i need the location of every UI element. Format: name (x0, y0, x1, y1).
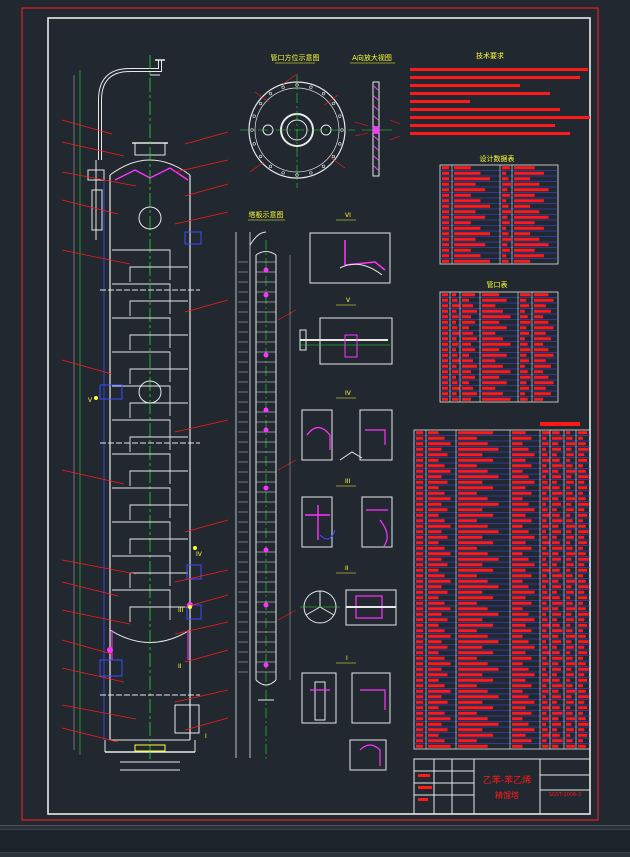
detail-mark-vi: VI (345, 212, 351, 219)
column-mark-v: V (88, 397, 93, 404)
design-data-table (439, 164, 559, 265)
title-line-2: 精馏塔 (495, 790, 519, 800)
detail-mark-iii: III (345, 478, 351, 485)
view-a-detail (354, 81, 401, 177)
nozzle-table-heading: 管口表 (487, 280, 508, 289)
drawing-number: SGST-2006-3 (549, 792, 581, 798)
detail-mark-v: V (346, 297, 351, 304)
detail-mark-iv: IV (345, 390, 352, 397)
column-mark-i: I (205, 733, 207, 740)
tray-layout-view (235, 231, 297, 760)
tray-layout-heading: 塔板示意图 (249, 210, 284, 219)
detail-views: VI V IV III II (299, 212, 397, 771)
command-line[interactable] (0, 829, 630, 853)
parts-list-table (413, 422, 591, 750)
nozzle-table (439, 291, 559, 403)
column-mark-ii: II (178, 663, 182, 670)
column-mark-iv: IV (196, 551, 203, 558)
tech-requirements-text (410, 68, 590, 135)
detail-mark-ii: II (345, 565, 349, 572)
title-block (413, 758, 591, 815)
outer-frame (21, 7, 599, 821)
nozzle-layout-heading: 管口方位示意图 (271, 53, 320, 62)
inner-frame (47, 17, 591, 815)
design-data-heading: 设计数据表 (480, 154, 515, 163)
column-mark-iii: III (178, 607, 184, 614)
nozzle-orientation-view (240, 73, 355, 188)
tech-req-heading: 技术要求 (476, 51, 504, 60)
drawing-sheet: IV III II I V 管口方位示意图 A向放大视图 技术要求 设计数据表 … (21, 7, 599, 821)
detail-mark-i: I (346, 655, 348, 662)
view-a-heading: A向放大视图 (352, 53, 392, 62)
title-line-1: 乙苯-苯乙烯 (483, 774, 531, 786)
column-main-view (61, 55, 229, 771)
cad-viewport[interactable]: IV III II I V 管口方位示意图 A向放大视图 技术要求 设计数据表 … (0, 0, 630, 825)
status-bar (0, 825, 630, 857)
